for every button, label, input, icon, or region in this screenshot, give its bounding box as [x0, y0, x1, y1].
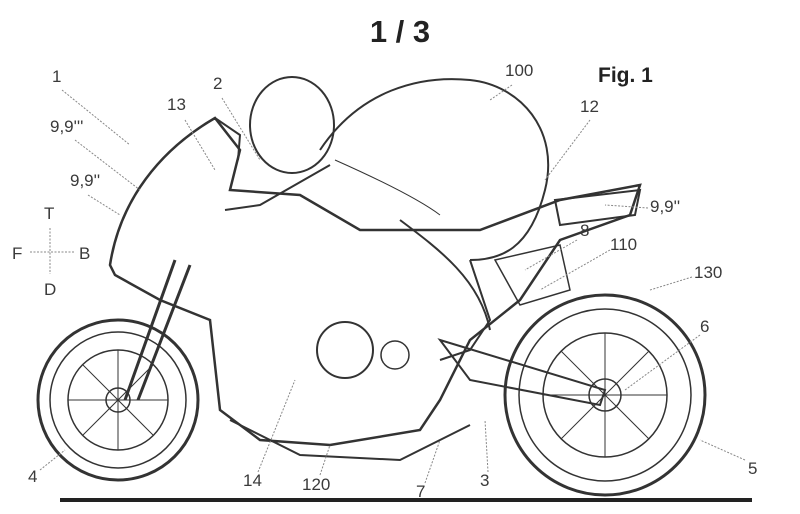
- axis-label-top: T: [44, 204, 55, 223]
- ref-label-100: 100: [505, 61, 534, 80]
- fairing: [108, 116, 642, 447]
- axis-label-down: D: [44, 280, 57, 299]
- ref-label-4: 4: [28, 467, 38, 486]
- swingarm: [437, 338, 607, 407]
- rear-wheel: [503, 293, 707, 497]
- side-panel: [493, 244, 571, 306]
- ref-label-9-double-front: 9,9'': [70, 171, 101, 190]
- ref-label-120: 120: [302, 475, 331, 494]
- belly-pan: [229, 419, 471, 462]
- axis-label-front: F: [12, 244, 23, 263]
- sheet-number: 1 / 3: [369, 14, 431, 49]
- ref-label-110: 110: [610, 235, 638, 254]
- figure-label: Fig. 1: [598, 64, 653, 87]
- ref-label-9-triple: 9,9''': [50, 117, 84, 136]
- ref-label-3: 3: [480, 471, 490, 490]
- ref-label-14: 14: [243, 471, 262, 490]
- ref-label-2: 2: [213, 74, 223, 93]
- ref-label-8: 8: [580, 221, 590, 240]
- leader-lines: [39, 84, 746, 484]
- ref-label-9-double-rear: 9,9'': [650, 197, 681, 216]
- ref-label-1: 1: [52, 67, 62, 86]
- windscreen: [214, 117, 242, 161]
- tail-section: [553, 188, 642, 227]
- front-fork: [123, 259, 192, 401]
- ref-label-5: 5: [748, 459, 758, 478]
- ref-label-7: 7: [416, 482, 426, 501]
- front-wheel: [36, 318, 200, 482]
- ref-label-12: 12: [580, 97, 599, 116]
- ref-label-130: 130: [694, 263, 723, 282]
- ref-label-13: 13: [167, 95, 186, 114]
- direction-axes: [30, 228, 75, 274]
- axis-label-back: B: [79, 244, 91, 263]
- engine-cover: [316, 321, 374, 379]
- rider: [224, 76, 550, 361]
- ref-label-6: 6: [700, 317, 710, 336]
